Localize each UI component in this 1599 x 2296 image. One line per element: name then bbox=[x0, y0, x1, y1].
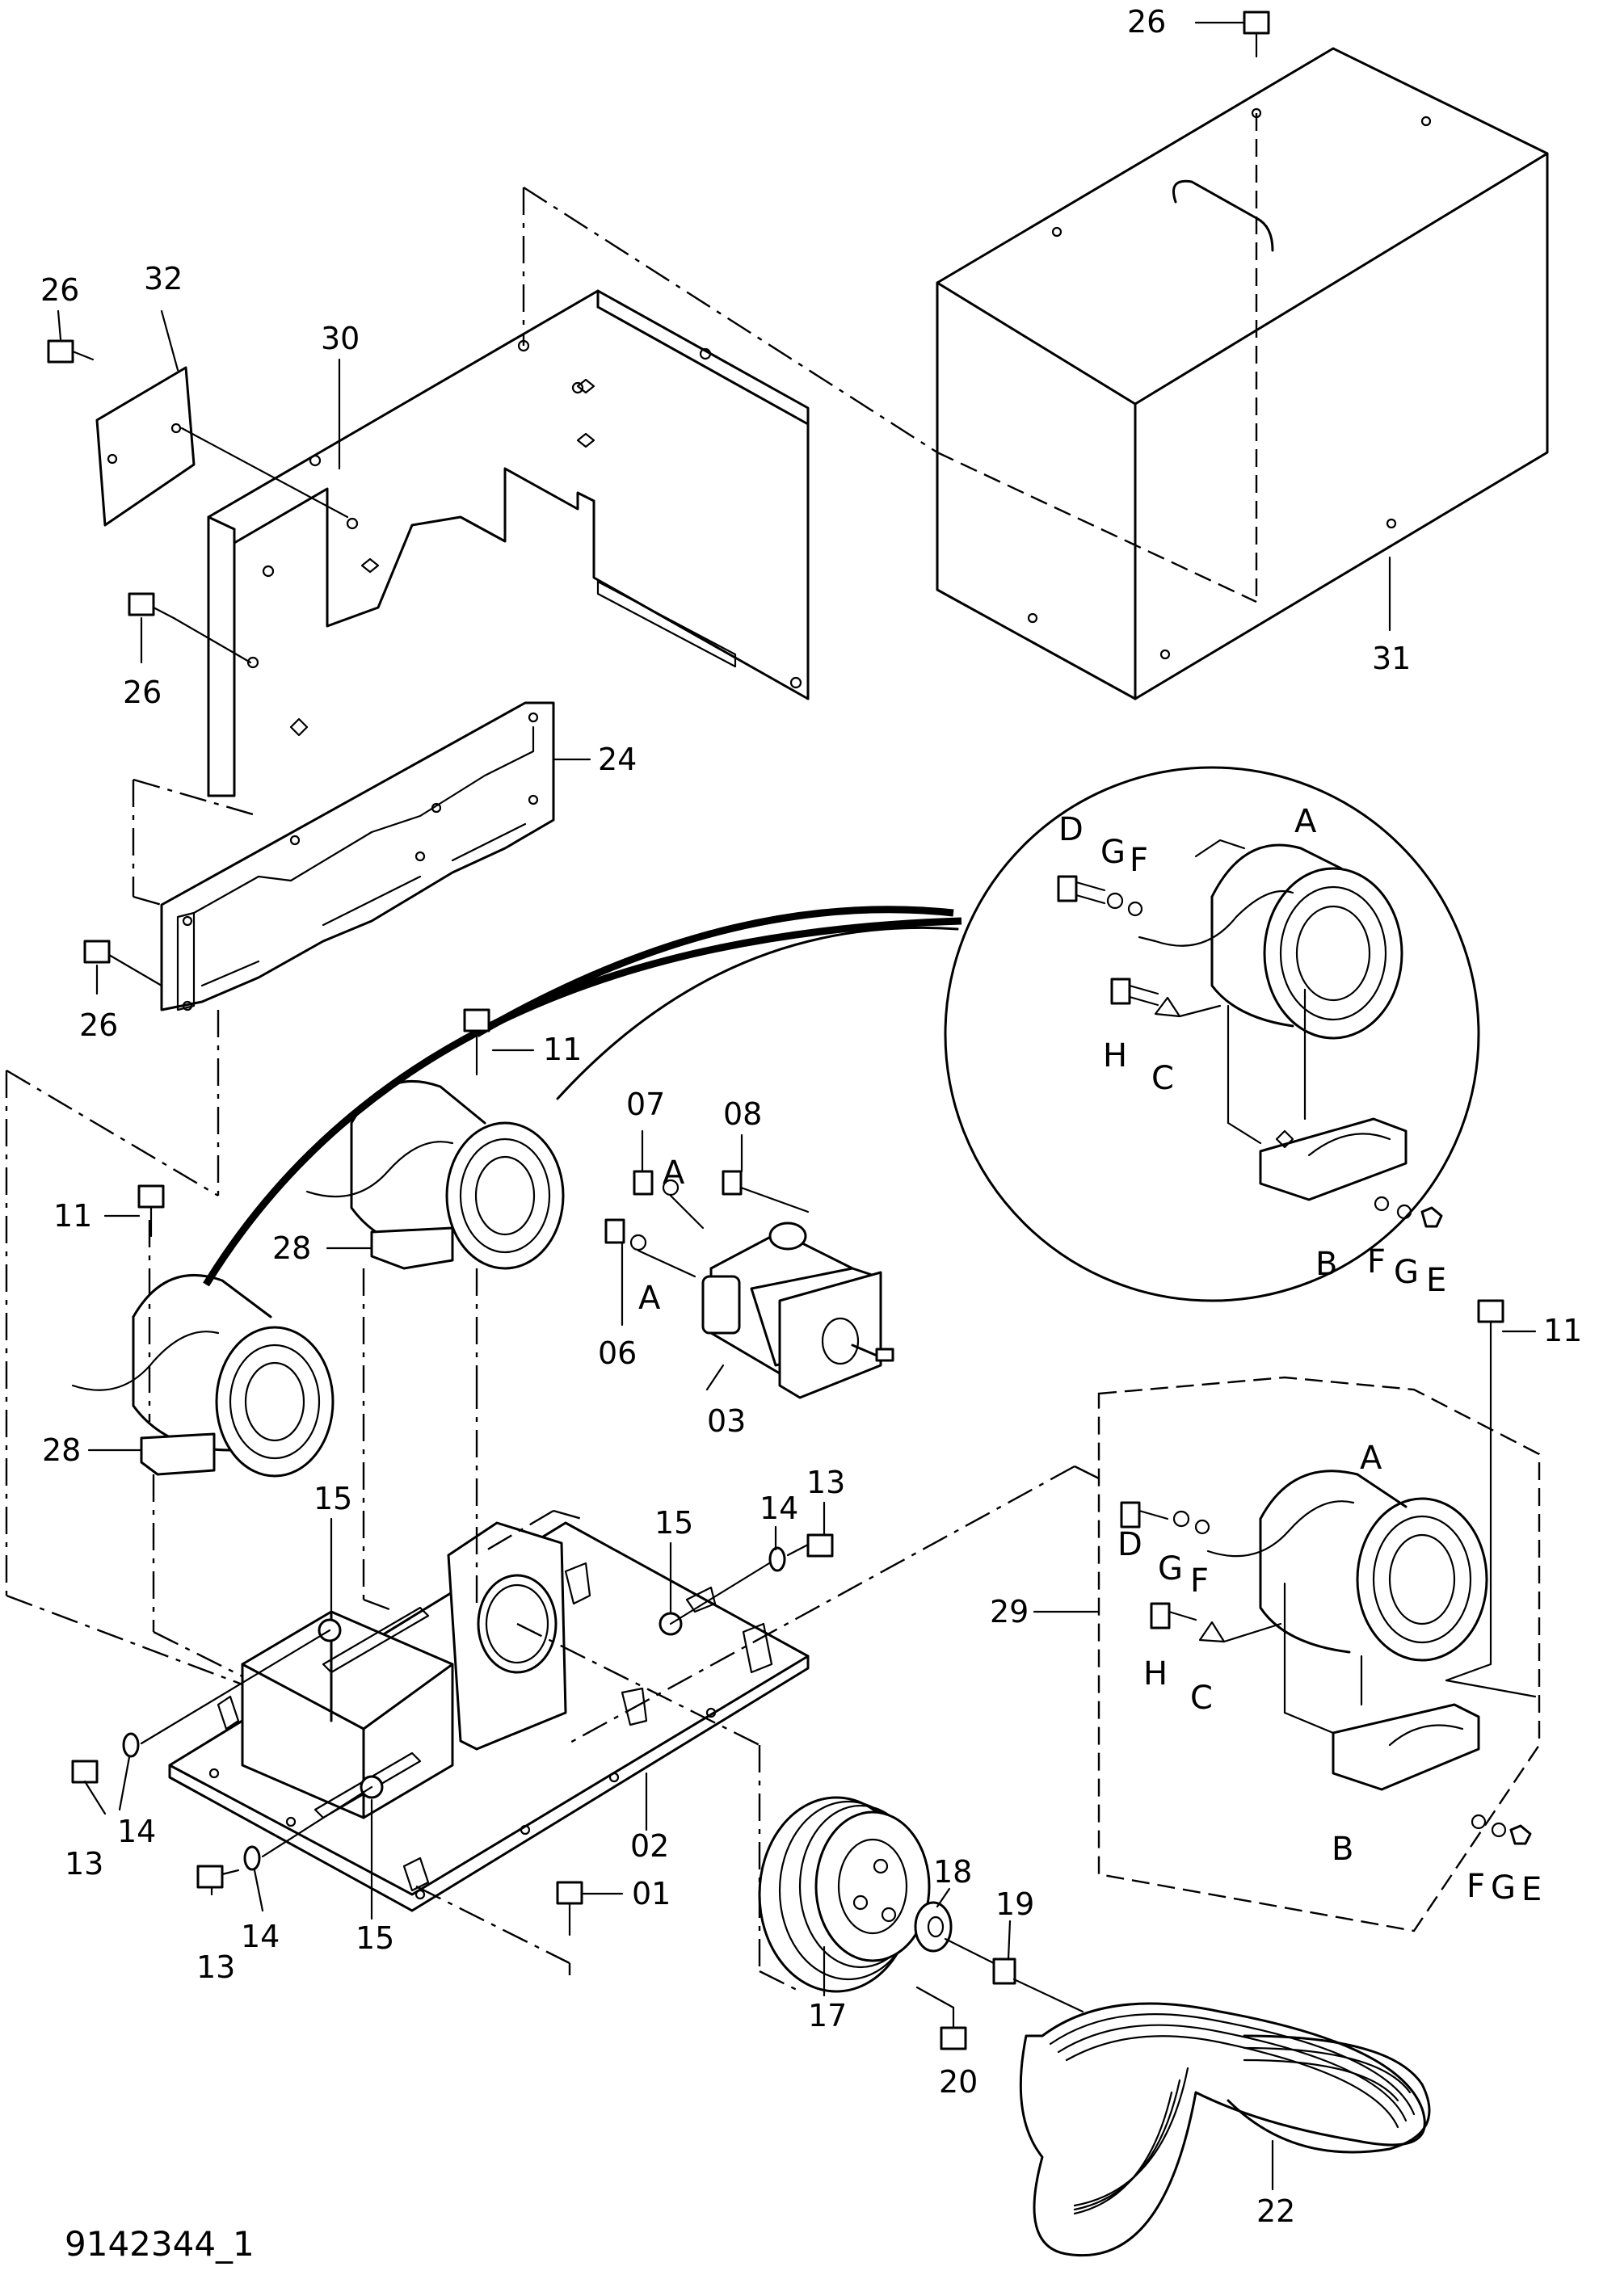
callout-18: 18 bbox=[933, 1854, 972, 1890]
assy29-letter-F: F bbox=[1190, 1562, 1209, 1600]
callout-24: 24 bbox=[598, 742, 637, 777]
detail-letter-G2: G bbox=[1394, 1254, 1419, 1291]
detail-letter-F2: F bbox=[1367, 1243, 1386, 1280]
bolt-part-20 bbox=[915, 1986, 967, 2050]
assy29-letter-G2: G bbox=[1491, 1869, 1516, 1907]
callout-29: 29 bbox=[990, 1594, 1029, 1629]
bolt-part-13-right bbox=[768, 1533, 834, 1572]
callout-31: 31 bbox=[1372, 641, 1411, 676]
detail-bolt-H bbox=[1110, 978, 1159, 1007]
bolt-part-13-lower bbox=[196, 1845, 261, 1889]
detail-bolt-D bbox=[1057, 875, 1106, 905]
bolt-part-26-b bbox=[128, 592, 175, 620]
assy29-letter-E: E bbox=[1521, 1871, 1542, 1908]
callout-15-a: 15 bbox=[313, 1481, 352, 1516]
detail-compressor bbox=[1138, 839, 1403, 1040]
bolt-part-26-c bbox=[83, 940, 163, 987]
assembly-29-letters: A D G F H C B F G E bbox=[1117, 1440, 1542, 1908]
hub-part-18 bbox=[914, 1901, 953, 1953]
assy29-letter-A: A bbox=[1360, 1440, 1382, 1477]
detail-bracket bbox=[1259, 1117, 1408, 1201]
callout-02: 02 bbox=[630, 1828, 669, 1864]
assy29-letter-D: D bbox=[1117, 1526, 1142, 1563]
callout-13-left: 13 bbox=[65, 1846, 103, 1882]
callout-labels: 26 26 32 30 31 26 24 26 11 11 11 28 28 0… bbox=[40, 4, 1582, 2229]
pulley-part-17 bbox=[758, 1796, 931, 1993]
detail-letter-F: F bbox=[1130, 842, 1148, 879]
actuator-part-03 bbox=[701, 1222, 894, 1399]
callout-30: 30 bbox=[321, 321, 360, 356]
assy29-letter-B: B bbox=[1332, 1831, 1353, 1868]
callout-32: 32 bbox=[144, 261, 183, 296]
callout-11-b: 11 bbox=[53, 1198, 92, 1234]
panel-part-30 bbox=[207, 289, 810, 797]
callout-20: 20 bbox=[939, 2064, 978, 2100]
callout-03: 03 bbox=[707, 1403, 746, 1439]
detail-letter-C: C bbox=[1151, 1060, 1174, 1097]
drawing-number: 9142344_1 bbox=[65, 2224, 255, 2264]
bolt-part-26-a bbox=[47, 339, 95, 364]
bolt-part-01 bbox=[556, 1881, 583, 1936]
leader-lines bbox=[57, 21, 1537, 2191]
detail-letter-D: D bbox=[1058, 811, 1084, 848]
callout-22: 22 bbox=[1256, 2193, 1295, 2229]
callout-11-c: 11 bbox=[1543, 1313, 1582, 1348]
belts-part-22 bbox=[1019, 2002, 1431, 2256]
detail-circle: D G F A H C B F G E bbox=[203, 766, 1480, 1302]
detail-letter-E: E bbox=[1426, 1262, 1446, 1299]
callout-14-right: 14 bbox=[760, 1491, 798, 1526]
callout-26-b: 26 bbox=[123, 675, 162, 710]
callout-14-left: 14 bbox=[117, 1814, 156, 1849]
detail-letter-G: G bbox=[1100, 834, 1126, 871]
callout-01: 01 bbox=[632, 1876, 671, 1911]
bolt-part-11-b bbox=[137, 1184, 165, 1238]
callout-07: 07 bbox=[626, 1087, 665, 1122]
assy29-letter-H: H bbox=[1143, 1655, 1168, 1693]
callout-26-top: 26 bbox=[1127, 4, 1166, 40]
cover-box-part-31 bbox=[936, 47, 1549, 700]
callout-28-a: 28 bbox=[272, 1230, 311, 1266]
fitting-letter-A-lower: A bbox=[638, 1280, 661, 1317]
callout-13-lower: 13 bbox=[196, 1949, 235, 1985]
assy29-letter-C: C bbox=[1190, 1680, 1213, 1717]
callout-17: 17 bbox=[808, 1998, 847, 2033]
fitting-letter-A-upper: A bbox=[663, 1154, 685, 1192]
callout-26-a: 26 bbox=[40, 272, 79, 308]
callout-11-a: 11 bbox=[543, 1032, 582, 1067]
plate-part-32 bbox=[95, 366, 349, 527]
fitting-part-07 bbox=[633, 1170, 680, 1196]
compressor-part-28-upper bbox=[305, 1079, 565, 1270]
bolt-part-13-left bbox=[71, 1732, 140, 1815]
detail-letter-B: B bbox=[1315, 1246, 1337, 1283]
callout-06: 06 bbox=[598, 1335, 637, 1371]
bolt-part-26-top bbox=[1243, 11, 1270, 58]
base-frame-part-02 bbox=[168, 1521, 810, 1912]
callout-26-c: 26 bbox=[79, 1007, 118, 1043]
detail-letter-A: A bbox=[1294, 803, 1317, 840]
bolt-part-11-a bbox=[463, 1008, 490, 1076]
callout-28-b: 28 bbox=[42, 1432, 81, 1468]
callout-15-c: 15 bbox=[356, 1920, 394, 1956]
assy29-letter-F2: F bbox=[1466, 1868, 1485, 1905]
fitting-part-06 bbox=[604, 1218, 647, 1251]
callout-15-b: 15 bbox=[654, 1505, 693, 1541]
bolt-part-19 bbox=[944, 1937, 1016, 1985]
assy29-letter-G: G bbox=[1158, 1550, 1183, 1587]
assembly-part-29 bbox=[1097, 1339, 1541, 1932]
callout-14-lower: 14 bbox=[241, 1919, 280, 1954]
bolt-part-11-c bbox=[1477, 1299, 1504, 1343]
callout-13-right: 13 bbox=[806, 1465, 845, 1500]
detail-letter-H: H bbox=[1103, 1037, 1127, 1074]
panel-part-24 bbox=[160, 701, 555, 1011]
callout-19: 19 bbox=[995, 1886, 1034, 1922]
bolt-part-08 bbox=[722, 1170, 810, 1213]
callout-08: 08 bbox=[723, 1096, 762, 1132]
compressor-part-28-lower bbox=[71, 1273, 335, 1478]
